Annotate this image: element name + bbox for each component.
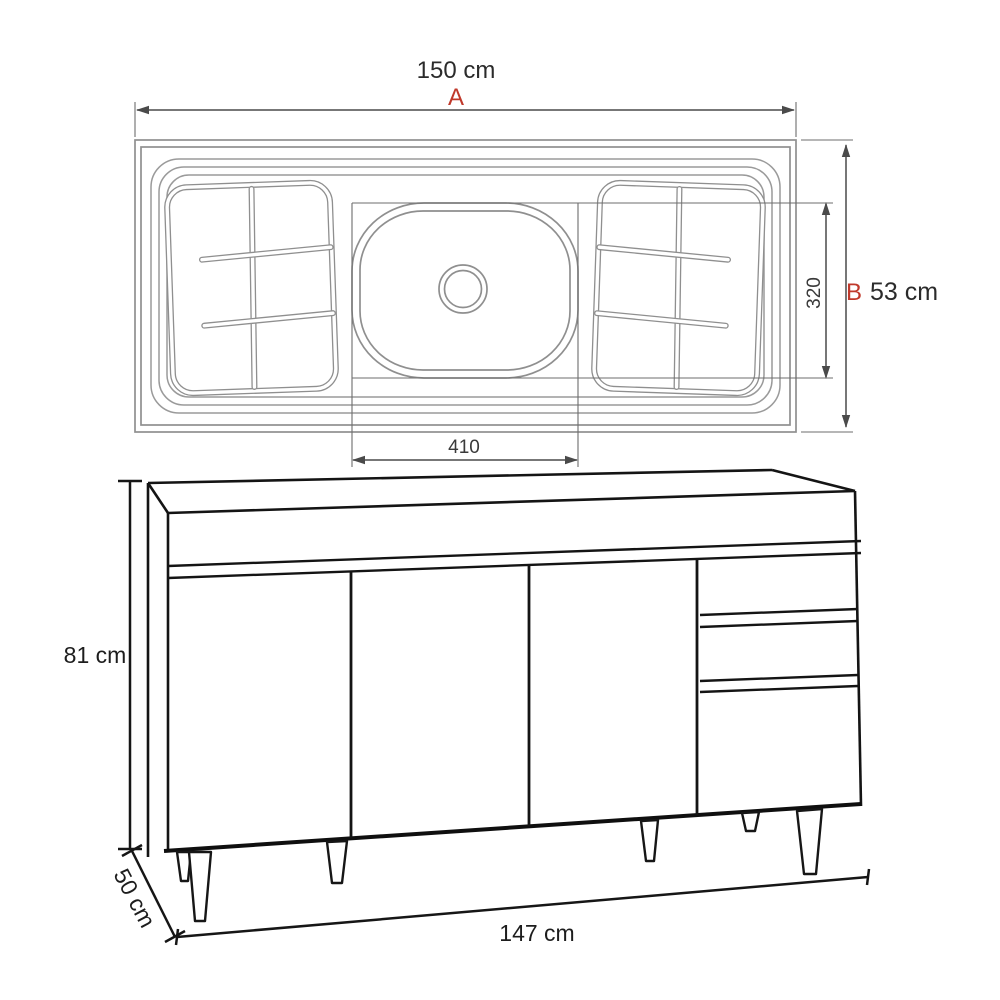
dimension-width-A: 150 cm A: [136, 57, 795, 115]
cabinet-carcass: [146, 483, 863, 857]
dimension-basin-width: 410: [352, 437, 578, 465]
basin-width-label: 410: [448, 437, 480, 458]
sink-inner-edge: [140, 146, 791, 426]
sink-contour-2: [158, 166, 773, 406]
basin-inner-rim: [359, 210, 571, 371]
cabinet-top-rail-2: [167, 551, 862, 580]
leg-front-left: [187, 850, 213, 923]
sink-outer-edge: [134, 139, 797, 433]
leg-mid-left: [325, 839, 349, 885]
dimension-depth-B: B 53 cm: [841, 144, 938, 428]
leg-back-right: [740, 810, 761, 833]
cabinet-depth-label: 50 cm: [109, 864, 161, 932]
dimension-cabinet-height: 81 cm: [64, 479, 142, 851]
drawer-1-bottom: [699, 607, 859, 617]
drain-inner-icon: [443, 269, 483, 309]
cabinet-width-label: 147 cm: [499, 920, 574, 946]
drawer-3-top: [699, 684, 859, 694]
dimension-cabinet-depth: 50 cm: [109, 843, 186, 944]
leg-back-left: [175, 850, 193, 883]
leg-mid-right: [639, 818, 660, 863]
cabinet-legs: [175, 807, 824, 923]
basin-depth-label: 320: [804, 277, 825, 309]
cabinet-doors: [349, 559, 699, 838]
sink-width-letter: A: [448, 84, 464, 111]
drawer-2-bottom: [699, 673, 859, 683]
cabinet-right-edge: [853, 490, 863, 807]
leg-front-right: [795, 807, 824, 876]
sink-depth-label: 53 cm: [870, 278, 938, 306]
basin-outer-rim: [351, 202, 579, 379]
sink-width-label: 150 cm: [417, 57, 496, 84]
dimension-basin-depth: 320: [804, 202, 831, 379]
cabinet-height-label: 81 cm: [64, 642, 127, 668]
cabinet-top-rail-1: [167, 539, 862, 568]
left-drainboard: [164, 179, 339, 397]
drawer-2-top: [699, 619, 859, 629]
sink-basin: [351, 202, 579, 379]
drain-outer-icon: [438, 264, 488, 314]
dimension-cabinet-width: 147 cm: [174, 868, 871, 946]
right-drainboard: [591, 179, 766, 397]
sink-contour-1: [150, 158, 781, 414]
cabinet-front-view: 81 cm 50 cm 147 cm: [64, 468, 871, 946]
sink-depth-letter: B: [846, 279, 862, 306]
sink-top-view: 150 cm A B 53 cm 320 410: [134, 57, 938, 467]
cabinet-drawer-bank: [699, 607, 859, 694]
extension-lines: [134, 102, 853, 467]
cabinet-countertop: [146, 468, 856, 515]
